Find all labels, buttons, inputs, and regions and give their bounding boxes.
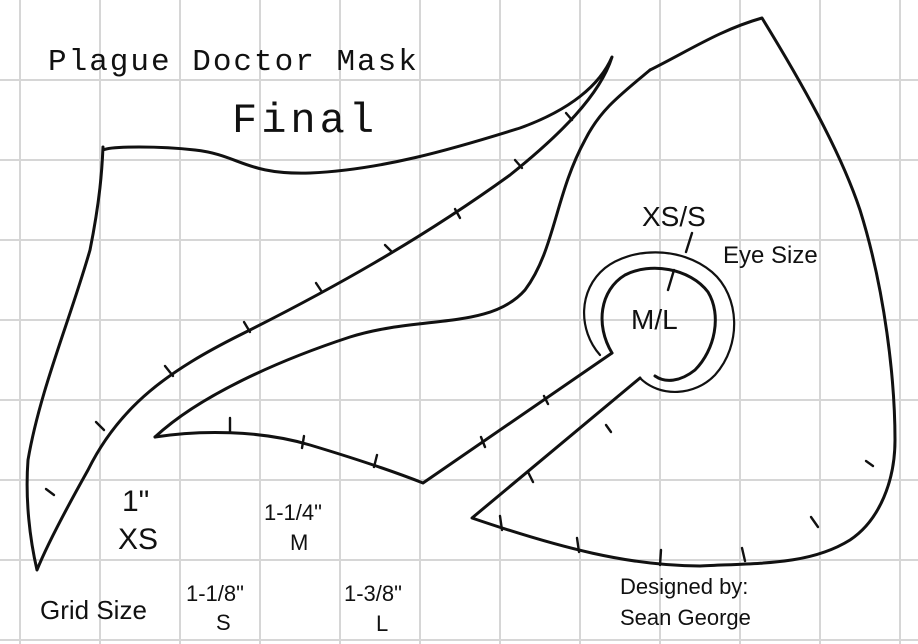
eye-size-outer-label: XS/S — [642, 201, 706, 232]
eye-size-inner-label: M/L — [631, 304, 678, 335]
notch — [564, 111, 574, 122]
grid-size-xs-value: 1" — [122, 485, 150, 518]
grid-size-s-value: 1-1/8" — [186, 581, 244, 606]
grid-size-m-value: 1-1/4" — [264, 500, 322, 525]
grid-size-l-value: 1-3/8" — [344, 581, 402, 606]
lower-beak-piece — [153, 68, 652, 485]
pattern-subtitle: Final — [232, 97, 379, 145]
grid-size-m-label: M — [290, 530, 309, 555]
eye-ring-outer — [583, 251, 736, 393]
grid-size-xs-label: XS — [118, 523, 159, 556]
credit-line-1: Designed by: — [620, 574, 749, 599]
eye-size-caption: Eye Size — [723, 242, 818, 269]
eye-hole — [583, 231, 736, 393]
eye-ring-inner — [600, 266, 717, 382]
credit-line-2: Sean George — [620, 605, 751, 630]
pattern-title: Plague Doctor Mask — [48, 45, 419, 80]
upper-beak-piece — [25, 55, 614, 572]
grid-size-caption: Grid Size — [40, 595, 147, 625]
side-face-piece — [470, 16, 897, 568]
grid-size-s-label: S — [216, 610, 231, 635]
grid-size-l-label: L — [376, 611, 389, 636]
